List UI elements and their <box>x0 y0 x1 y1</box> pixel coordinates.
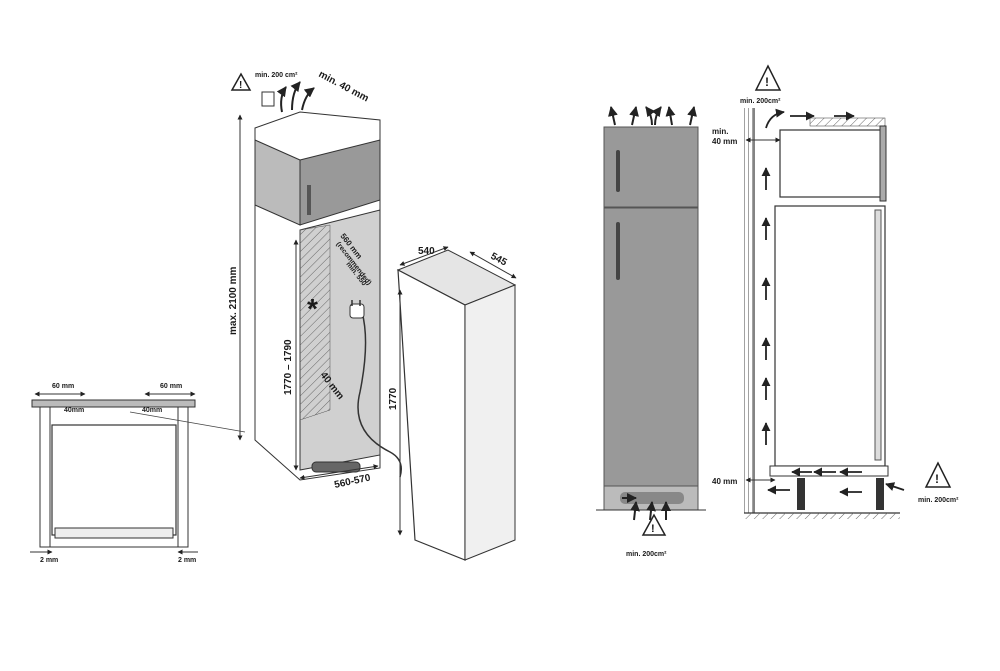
top-airflow-arrows <box>276 81 315 113</box>
cabinet-right-bottom-label: 2 mm <box>178 557 196 564</box>
warning-top-left-label: min. 200 cm² <box>255 72 298 79</box>
max-height-label: max. 2100 mm <box>228 267 239 335</box>
front-view: ! min. 200cm² <box>596 106 706 558</box>
niche-height-label: 1770 – 1790 <box>283 339 294 395</box>
appliance-view: 1770 540 545 <box>388 246 517 561</box>
cabinet-left-inner-label: 40mm <box>64 407 84 414</box>
warning-bottom-right-label: min. 200cm² <box>918 497 959 504</box>
side-bottom-gap-label: 40 mm <box>712 477 737 486</box>
appliance-width-label: 540 <box>418 246 435 257</box>
side-top-gap-label-2: 40 mm <box>712 137 737 146</box>
svg-text:!: ! <box>765 75 769 89</box>
svg-text:!: ! <box>651 523 655 535</box>
cabinet-right-inner-label: 40mm <box>142 407 162 414</box>
side-top-gap-label-1: min. <box>712 127 728 136</box>
cabinet-left-bottom-label: 2 mm <box>40 557 58 564</box>
warning-triangle-icon: ! <box>754 64 782 91</box>
warning-triangle-icon: ! <box>230 72 252 91</box>
niche-width-label: 560-570 <box>333 472 372 490</box>
cabinet-detail: 60 mm 60 mm 40mm 40mm 2 mm 2 mm <box>30 383 246 564</box>
power-plug-icon <box>349 300 365 319</box>
warning-triangle-icon: ! <box>641 513 667 536</box>
appliance-depth-label: 545 <box>489 251 509 269</box>
warning-bottom-middle-label: min. 200cm² <box>626 551 667 558</box>
cabinet-left-top-label: 60 mm <box>52 383 74 390</box>
niche-installation-view: max. 2100 mm 1770 – 1790 * 560 mm (recom… <box>228 69 402 491</box>
side-airflow-arrows <box>761 108 905 497</box>
top-vent-arrows <box>608 106 697 126</box>
warning-triangle-icon: ! <box>924 461 952 488</box>
warning-top-right-label: min. 200cm² <box>740 98 781 105</box>
side-view: min. 40 mm 40 mm ! min. 200cm² ! min. 20… <box>712 64 959 519</box>
svg-text:!: ! <box>935 472 939 486</box>
top-gap-label: min. 40 mm <box>317 69 371 105</box>
appliance-height-label: 1770 <box>388 387 399 410</box>
svg-text:!: ! <box>239 80 242 91</box>
asterisk-mark: * <box>307 293 318 324</box>
cabinet-right-top-label: 60 mm <box>160 383 182 390</box>
bottom-vent-arrows <box>622 493 671 521</box>
